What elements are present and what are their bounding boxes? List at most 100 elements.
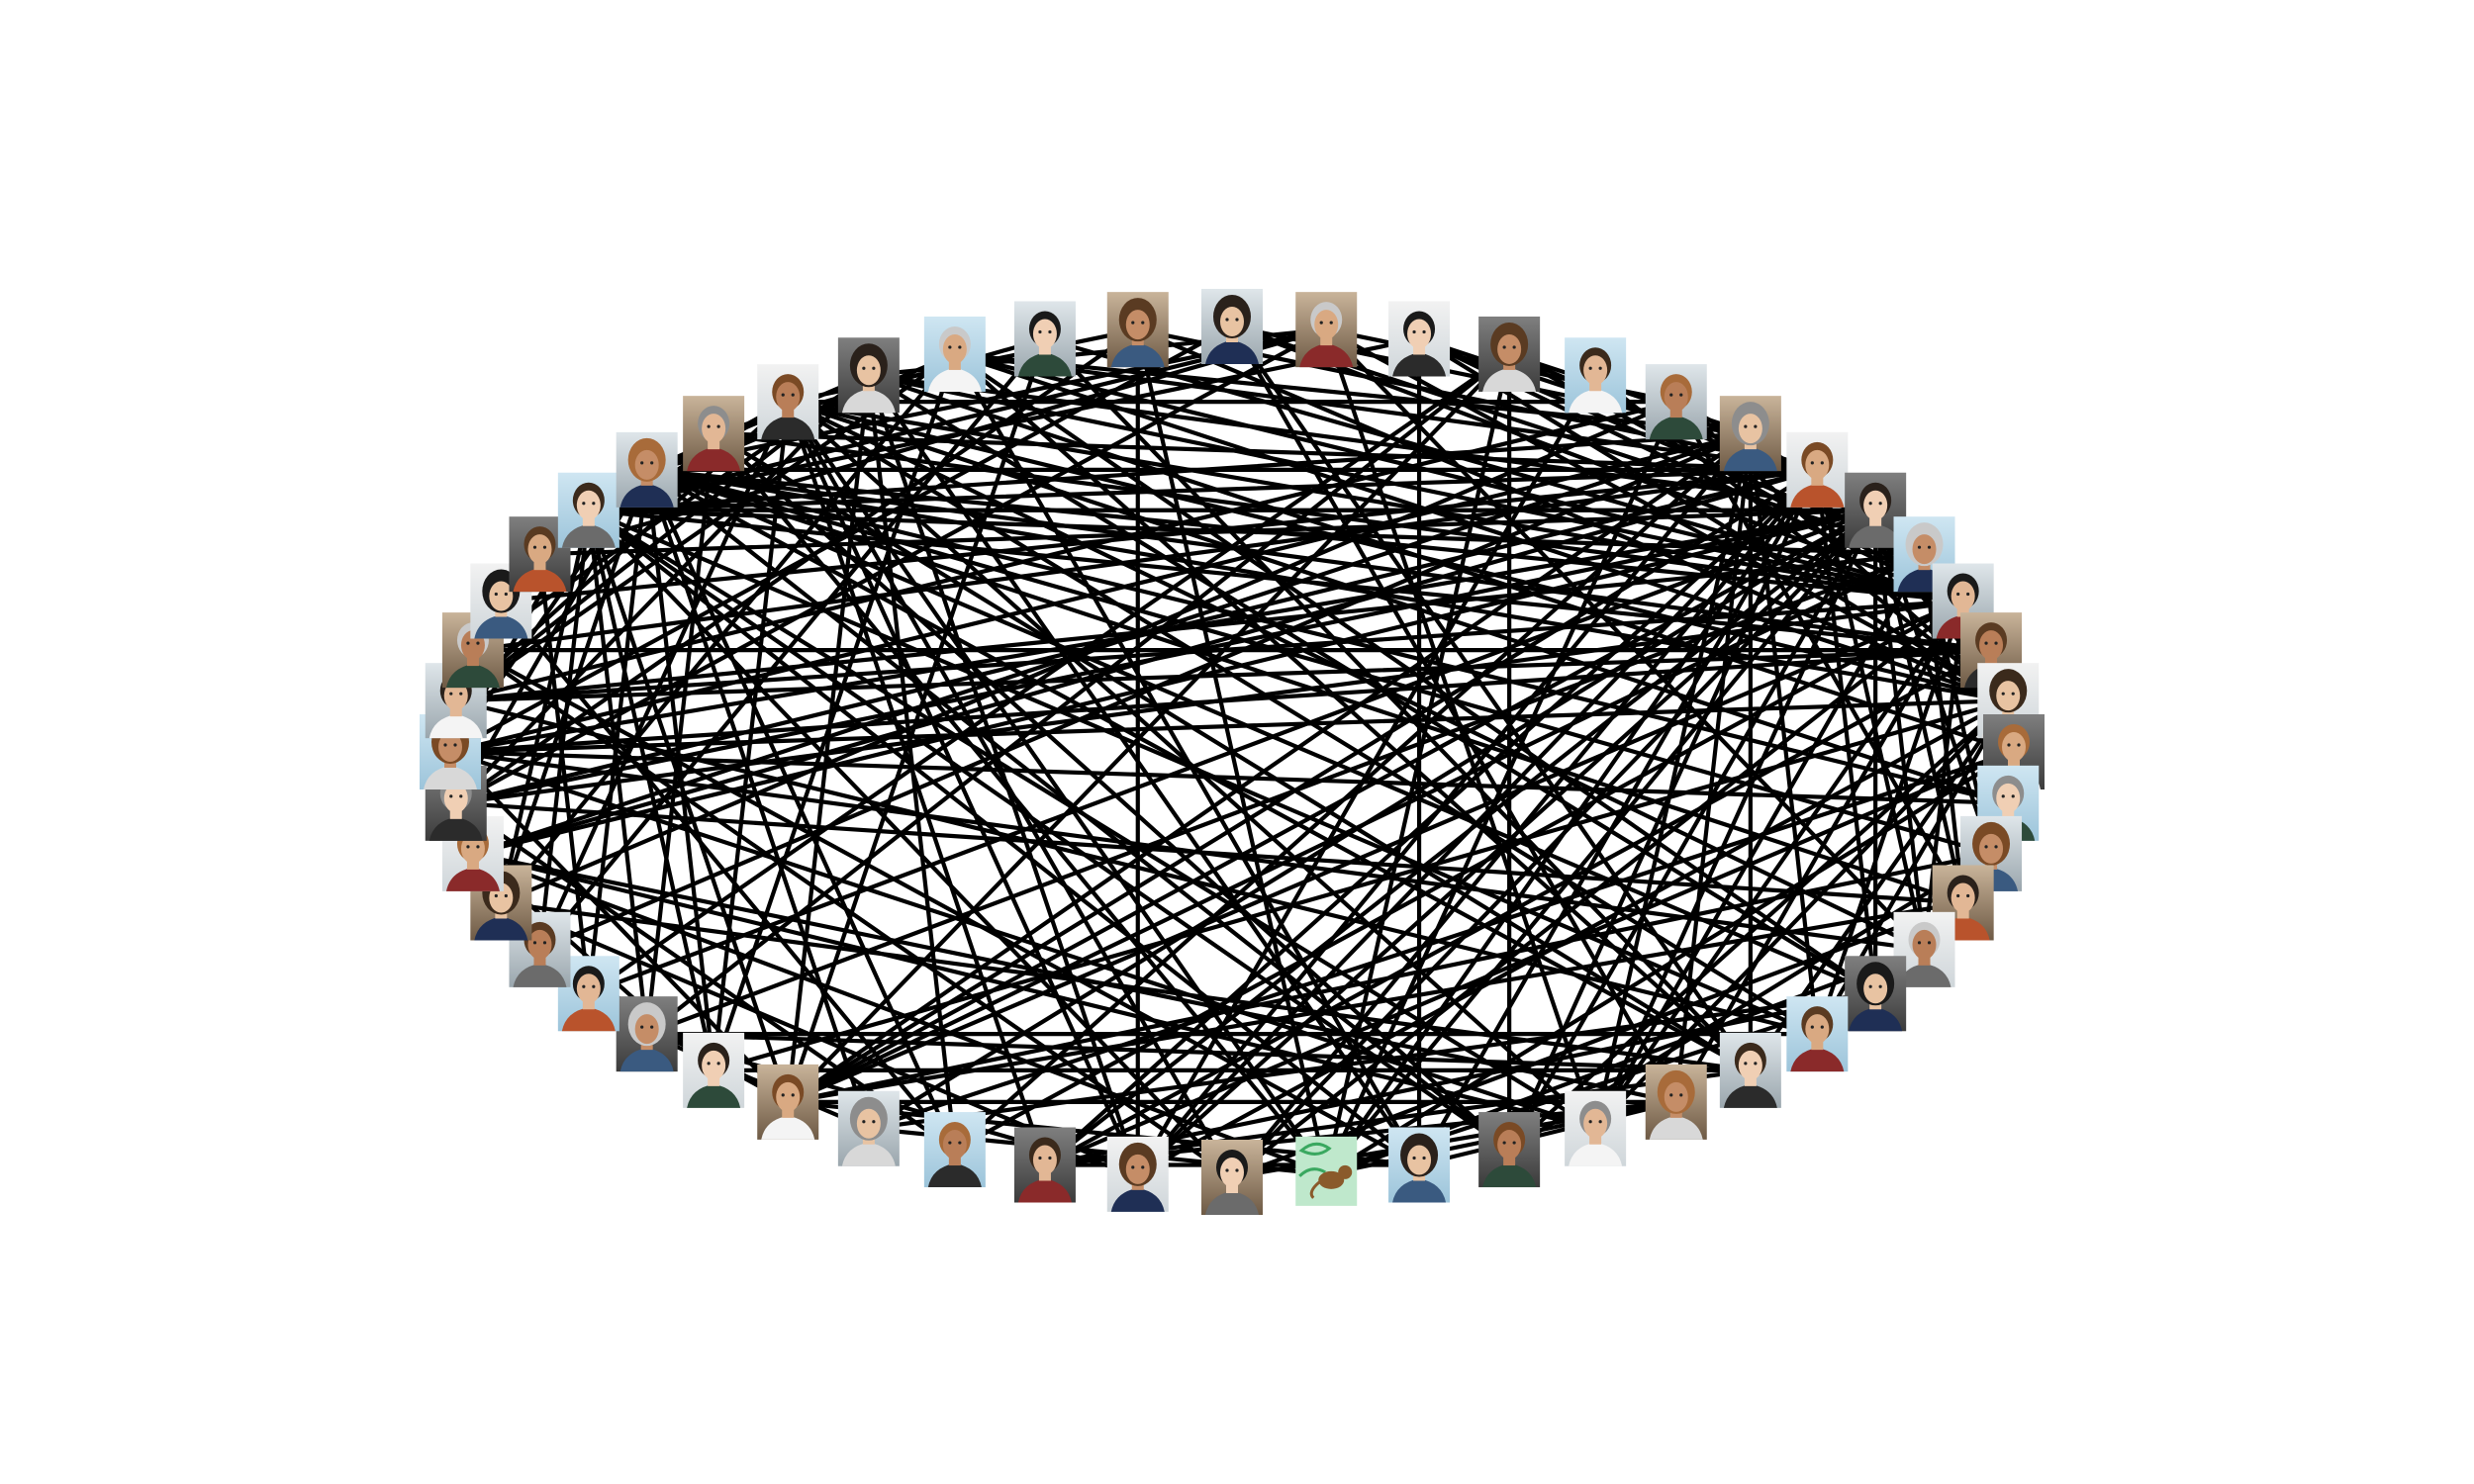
person-node[interactable]	[837, 337, 900, 414]
portrait-face	[942, 1130, 967, 1160]
organization-logo-node[interactable]	[1295, 1136, 1358, 1206]
person-node[interactable]	[683, 1032, 745, 1108]
portrait-face	[1032, 319, 1057, 349]
portrait-eye	[707, 1062, 711, 1066]
portrait-eye	[872, 366, 876, 370]
portrait-eye	[1048, 1156, 1052, 1160]
person-node[interactable]	[757, 1064, 819, 1140]
person-node[interactable]	[616, 431, 678, 508]
person-node[interactable]	[1719, 1032, 1781, 1108]
person-node[interactable]	[1013, 1127, 1076, 1203]
portrait-eye	[1131, 1165, 1135, 1169]
person-node[interactable]	[1388, 1127, 1451, 1203]
person-node[interactable]	[1565, 1090, 1627, 1166]
portrait-face	[1583, 1108, 1608, 1139]
portrait-shirt	[927, 367, 982, 392]
portrait-face	[1738, 414, 1762, 444]
portrait-face	[460, 833, 485, 864]
edge-line	[586, 508, 791, 1104]
portrait-shirt	[561, 523, 616, 548]
person-node[interactable]	[616, 996, 678, 1072]
portrait-eye	[1820, 461, 1824, 465]
edge-line	[586, 351, 1512, 996]
edge-line	[499, 508, 591, 905]
portrait-eye	[582, 502, 586, 506]
person-node[interactable]	[441, 815, 504, 891]
edge-line	[1042, 991, 1878, 1167]
portrait-eye	[449, 692, 453, 696]
portrait-shirt	[619, 483, 674, 508]
portrait-eye	[2001, 794, 2005, 798]
portrait-face	[527, 534, 552, 565]
person-node[interactable]	[1645, 364, 1707, 440]
person-node[interactable]	[509, 911, 571, 987]
person-node[interactable]	[509, 516, 571, 593]
portrait-eye	[1878, 502, 1882, 506]
portrait-face	[527, 929, 552, 960]
edge-line	[712, 431, 1965, 603]
portrait-eye	[1598, 1120, 1602, 1124]
person-node[interactable]	[1201, 289, 1263, 364]
person-node[interactable]	[1845, 956, 1907, 1032]
portrait-eye	[1588, 366, 1592, 370]
portrait-face	[443, 783, 468, 813]
portrait-eye	[1598, 366, 1602, 370]
person-node[interactable]	[1295, 292, 1358, 368]
person-node[interactable]	[1645, 1064, 1707, 1140]
person-node[interactable]	[757, 364, 819, 440]
portrait-eye	[2011, 692, 2015, 696]
portrait-shirt	[445, 664, 500, 689]
portrait-shirt	[1790, 1048, 1845, 1072]
edge-line	[1507, 508, 1878, 1153]
edge-line	[644, 351, 1512, 1037]
person-node[interactable]	[923, 1112, 986, 1188]
portrait-eye	[716, 1062, 720, 1066]
person-node[interactable]	[1201, 1140, 1263, 1215]
person-node[interactable]	[1786, 996, 1849, 1072]
edge-line	[786, 552, 1927, 1104]
person-node[interactable]	[923, 316, 986, 392]
edge-line	[586, 336, 1422, 512]
person-node[interactable]	[1013, 301, 1076, 377]
edge-line	[1042, 336, 1753, 1072]
edge-line	[1416, 336, 2011, 703]
portrait-shirt	[761, 1115, 815, 1140]
portrait-eye	[1984, 845, 1988, 849]
portrait-eye	[1966, 893, 1970, 898]
edge-line	[586, 508, 649, 1037]
edge-line	[644, 1032, 1753, 1072]
portrait-eye	[1141, 321, 1145, 325]
person-node[interactable]	[557, 472, 619, 548]
edge-line	[447, 749, 1927, 952]
portrait-eye	[1225, 1168, 1229, 1172]
portrait-eye	[1966, 592, 1970, 597]
edge-line	[644, 467, 716, 1072]
monkey-tail-icon	[1309, 1180, 1321, 1199]
portrait-eye	[1141, 1165, 1145, 1169]
person-node[interactable]	[1106, 292, 1169, 368]
portrait-face	[576, 490, 601, 520]
person-node[interactable]	[1388, 301, 1451, 377]
portrait-face	[1912, 929, 1937, 960]
person-node[interactable]	[557, 956, 619, 1032]
edge-line	[470, 851, 1598, 1131]
person-node[interactable]	[1845, 472, 1907, 548]
portrait-shirt	[1649, 1115, 1703, 1140]
portrait-face	[1863, 974, 1888, 1004]
edge-line	[866, 373, 2017, 755]
person-node[interactable]	[1478, 316, 1541, 392]
person-node[interactable]	[1565, 337, 1627, 414]
person-node[interactable]	[1478, 1112, 1541, 1188]
portrait-eye	[1927, 941, 1932, 945]
person-node[interactable]	[1719, 396, 1781, 472]
person-node[interactable]	[837, 1090, 900, 1166]
portrait-eye	[1235, 1168, 1239, 1172]
portrait-face	[1125, 310, 1150, 340]
person-node[interactable]	[1106, 1136, 1169, 1212]
person-node[interactable]	[1786, 431, 1849, 508]
portrait-eye	[2001, 692, 2005, 696]
person-node[interactable]	[1893, 911, 1955, 987]
portrait-eye	[592, 502, 596, 506]
monkey-head-icon	[1338, 1164, 1353, 1179]
person-node[interactable]	[683, 396, 745, 472]
